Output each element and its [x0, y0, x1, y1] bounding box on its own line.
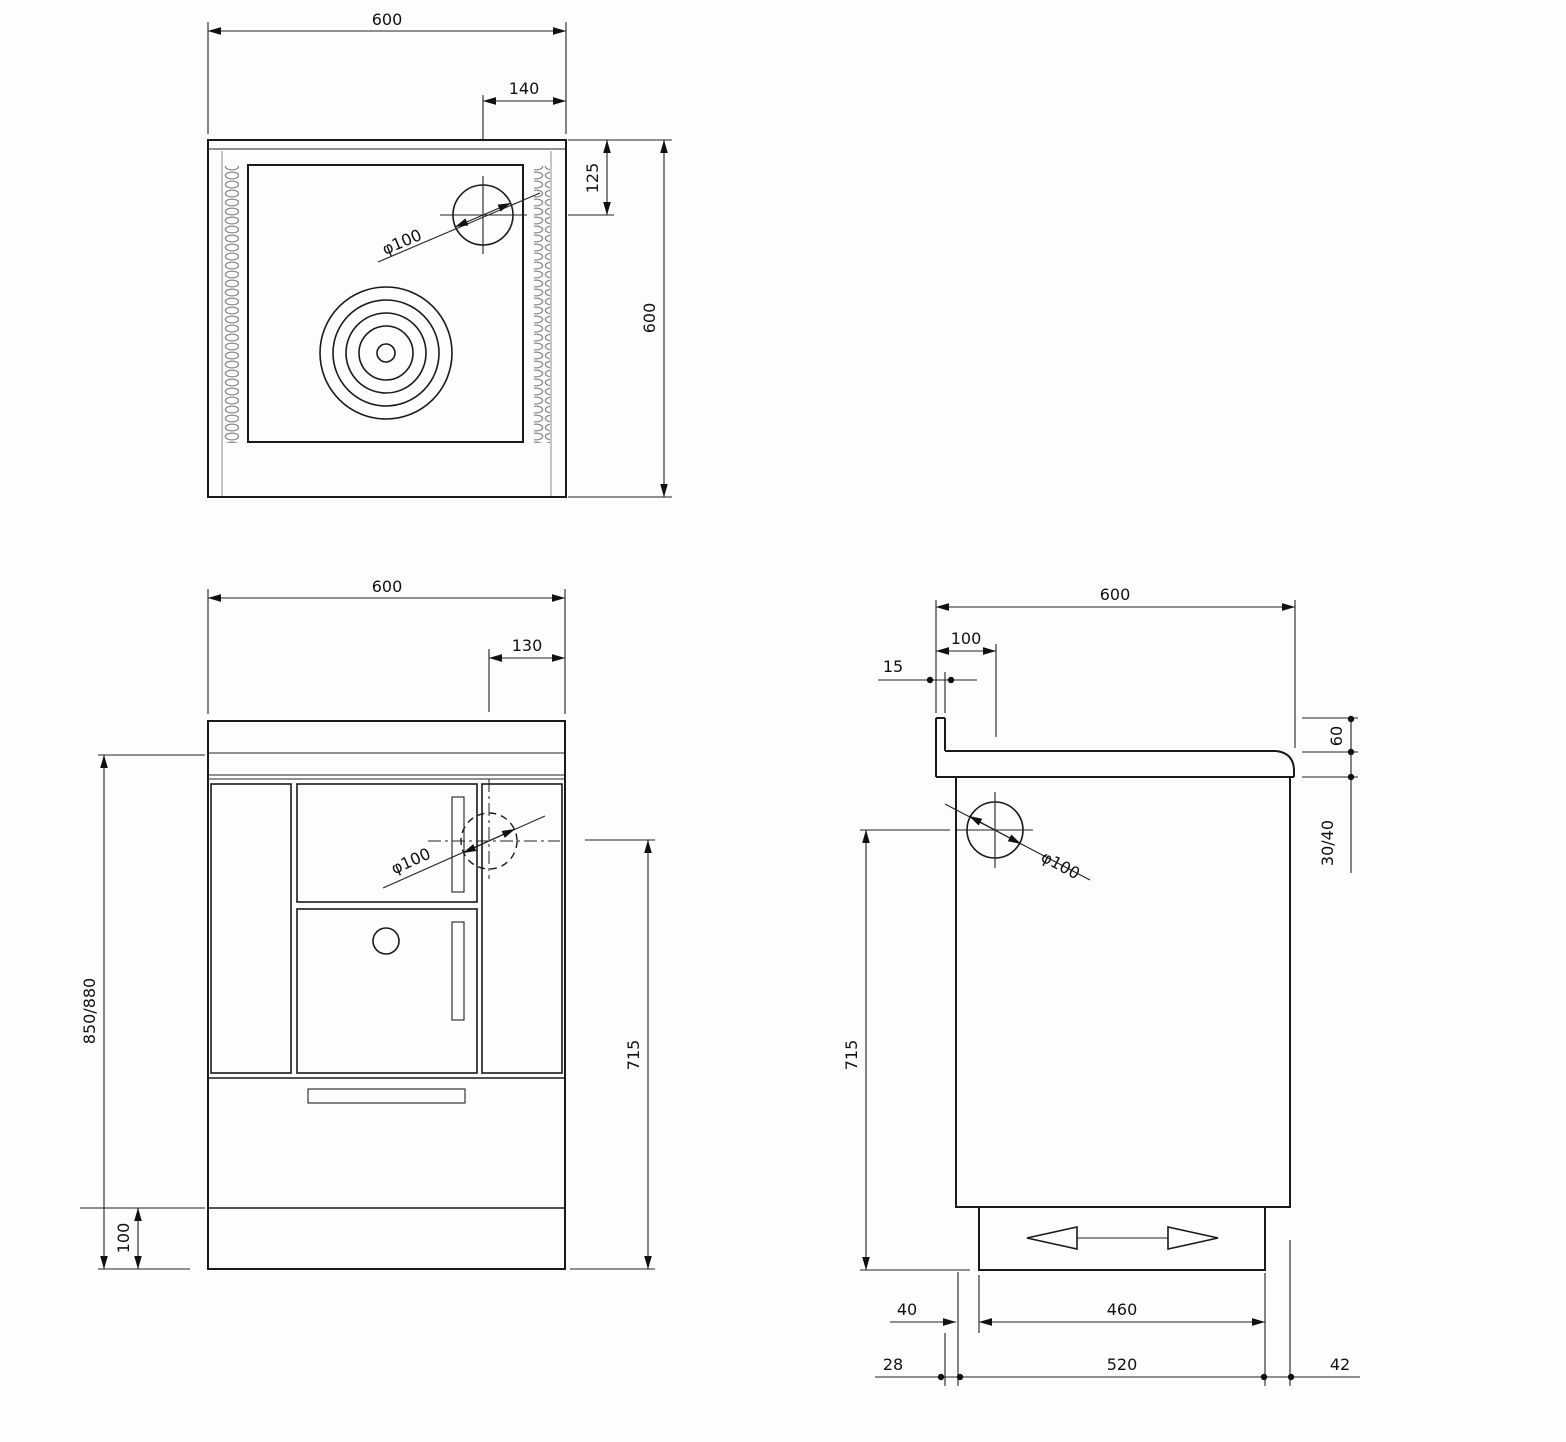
dim-top-flue-dia: φ100: [379, 225, 424, 259]
worktop-top: [945, 750, 1295, 772]
front-view: φ100 600 130 715 850/880 100: [80, 577, 655, 1270]
dim-side-plinth-setback: 40: [897, 1300, 917, 1319]
dim-side-front-clearance: 42: [1330, 1355, 1350, 1374]
drawer-slide-arrow-right: [1167, 1226, 1219, 1250]
dim-side-worktop-t: 30/40: [1318, 820, 1337, 866]
side-plinth: [978, 1206, 1266, 1271]
left-panel: [210, 783, 292, 1074]
flue-hidden-circle: [460, 812, 518, 870]
dim-top-width: 600: [372, 10, 403, 29]
worktop-plan-outline: [207, 139, 567, 498]
dim-top-depth: 600: [640, 303, 659, 334]
cooktop-plate: [247, 164, 524, 443]
dim-side-upstand-h: 60: [1327, 726, 1346, 746]
dim-side-flue-offset: 100: [951, 629, 982, 648]
dim-front-width: 600: [372, 577, 403, 596]
dim-side-depth: 600: [1100, 585, 1131, 604]
oven-door-knob: [372, 927, 400, 955]
dim-front-flue-x: 130: [512, 636, 543, 655]
dim-side-plinth-depth: 460: [1107, 1300, 1138, 1319]
right-panel: [481, 783, 563, 1074]
oven-door-handle: [451, 921, 465, 1021]
dim-side-rear-clearance: 28: [883, 1355, 903, 1374]
dim-front-flue-h: 715: [624, 1040, 643, 1071]
top-view: 600 140 125 600 φ100: [207, 10, 672, 498]
side-view: φ100 600 100 15 60 30/40 715: [842, 585, 1360, 1386]
front-outline: [207, 720, 566, 1270]
ash-drawer-handle: [307, 1088, 466, 1104]
dim-top-flue-x: 140: [509, 79, 540, 98]
firebox-door: [296, 783, 478, 903]
dim-front-plinth: 100: [114, 1223, 133, 1254]
dim-side-flue-dia: φ100: [1038, 847, 1083, 883]
dim-side-upstand-t: 15: [883, 657, 903, 676]
dim-side-flue-h: 715: [842, 1040, 861, 1071]
left-rail-coil: [223, 166, 239, 443]
dim-top-flue-y: 125: [583, 163, 602, 194]
firebox-door-handle: [451, 796, 465, 893]
dim-side-body-depth: 520: [1107, 1355, 1138, 1374]
dim-front-flue-dia: φ100: [388, 844, 433, 878]
side-body: [955, 776, 1291, 1208]
hotplate-rings: [319, 286, 453, 420]
drawer-slide-arrow-left: [1026, 1226, 1078, 1250]
dim-front-height: 850/880: [80, 978, 99, 1044]
right-rail-coil: [534, 166, 550, 443]
oven-door: [296, 908, 478, 1074]
